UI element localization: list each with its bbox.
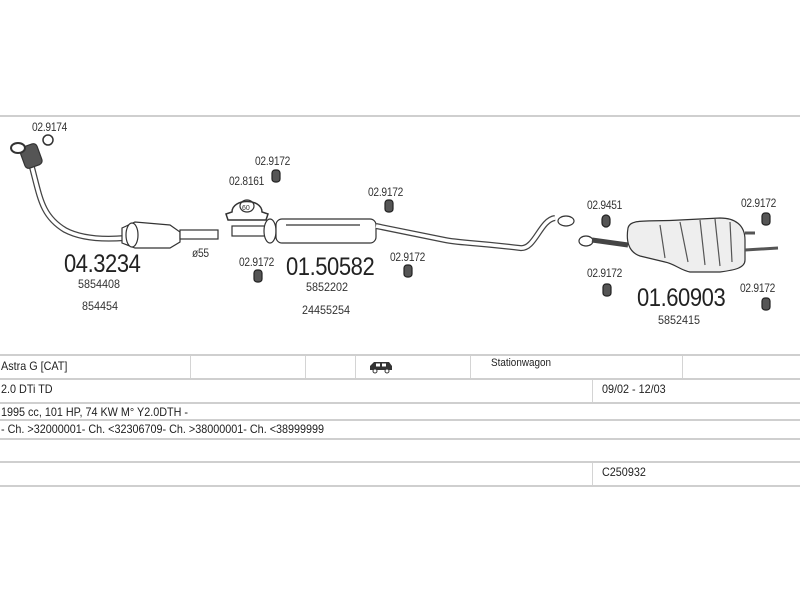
hanger-icon	[761, 297, 771, 311]
hanger-icon	[761, 212, 771, 226]
pipe-diameter: ø55	[192, 246, 209, 260]
engine: 2.0 DTi TD	[1, 382, 53, 396]
clamp-part-number: 02.8161	[229, 174, 265, 188]
catalog-code: C250932	[602, 465, 646, 479]
chassis-range: - Ch. >32000001- Ch. <32306709- Ch. >380…	[1, 422, 325, 436]
col-divider	[190, 356, 191, 378]
col-divider	[355, 356, 356, 378]
hanger-part-number: 02.9172	[255, 154, 291, 168]
middle-silencer-drawing	[231, 215, 575, 251]
rear-silencer-part-number: 01.60903	[637, 284, 726, 312]
col-divider	[470, 356, 471, 378]
gasket-icon	[42, 134, 54, 146]
row-divider	[0, 419, 800, 421]
front-pipe-oe-number: 5854408	[78, 277, 121, 291]
row-divider	[0, 402, 800, 404]
hanger-part-number: 02.9172	[741, 196, 777, 210]
front-pipe-part-number: 04.3234	[64, 250, 141, 278]
row-divider	[0, 461, 800, 463]
front-pipe-oe-number: 854454	[82, 299, 119, 313]
rear-silencer-oe-number: 5852415	[658, 313, 701, 327]
production-period: 09/02 - 12/03	[602, 382, 666, 396]
body-type: Stationwagon	[491, 357, 552, 369]
vehicle-model: Astra G [CAT]	[1, 359, 68, 373]
col-divider	[682, 356, 683, 378]
row-divider	[0, 354, 800, 356]
front-pipe-drawing	[10, 142, 219, 249]
station-wagon-icon	[370, 362, 392, 374]
hanger-part-number: 02.9172	[740, 281, 776, 295]
clamp-icon: 60	[225, 199, 269, 221]
middle-silencer-oe-number: 24455254	[302, 303, 351, 317]
hanger-part-number: 02.9172	[587, 266, 623, 280]
row-divider	[0, 485, 800, 487]
col-divider	[305, 356, 306, 378]
engine-specs: 1995 cc, 101 HP, 74 KW M° Y2.0DTH -	[1, 405, 189, 419]
rear-silencer-drawing	[578, 217, 779, 273]
col-divider	[592, 380, 593, 402]
hanger-icon	[384, 199, 394, 213]
row-divider	[0, 378, 800, 380]
hanger-part-number: 02.9172	[390, 250, 426, 264]
hanger-icon	[271, 169, 281, 183]
gasket-part-number: 02.9174	[32, 120, 68, 134]
row-divider	[0, 438, 800, 440]
rubber-ring-part-number: 02.9451	[587, 198, 623, 212]
hanger-icon	[253, 269, 263, 283]
hanger-part-number: 02.9172	[239, 255, 275, 269]
middle-silencer-oe-number: 5852202	[306, 280, 349, 294]
col-divider	[592, 463, 593, 485]
top-divider	[0, 115, 800, 117]
svg-text:60: 60	[242, 205, 250, 212]
middle-silencer-part-number: 01.50582	[286, 253, 375, 281]
hanger-icons	[253, 169, 771, 311]
hanger-icon	[602, 283, 612, 297]
exhaust-drawing: 60	[10, 134, 779, 311]
rubber-ring-icon	[601, 214, 611, 228]
hanger-part-number: 02.9172	[368, 185, 404, 199]
hanger-icon	[403, 264, 413, 278]
